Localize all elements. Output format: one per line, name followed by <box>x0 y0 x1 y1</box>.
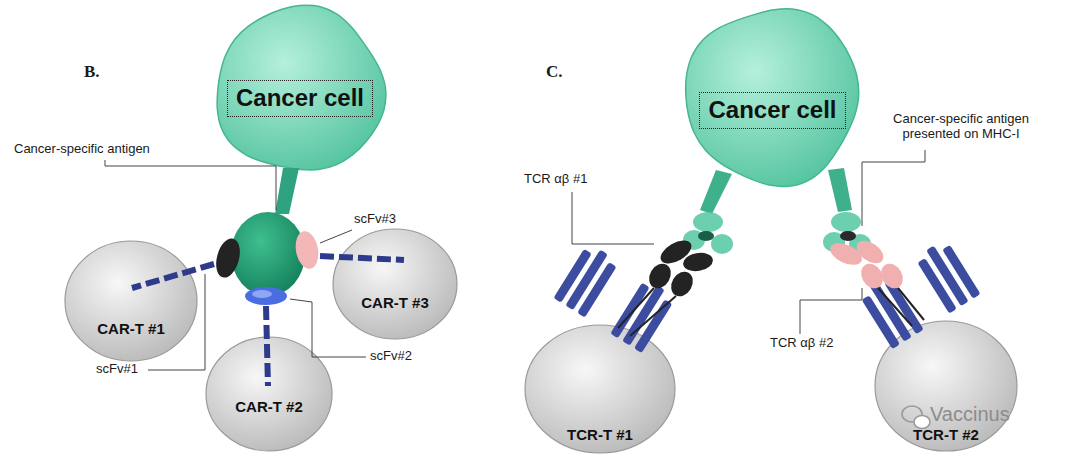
scfv-1 <box>212 236 244 280</box>
antigen-stalk <box>275 168 299 214</box>
tcr-1-stem <box>618 288 676 336</box>
cancer-cell-body <box>217 5 386 170</box>
cell-label: CAR-T #1 <box>97 320 165 338</box>
mhc-stalk <box>700 170 732 214</box>
leader-lines <box>105 160 366 370</box>
cell-title: Cancer cell <box>227 80 373 117</box>
tcr-2-stem <box>878 288 924 326</box>
t-cell-outline <box>62 238 200 364</box>
part-label: scFv#1 <box>96 362 138 377</box>
part-label: TCR αβ #1 <box>524 172 587 187</box>
mhc-stalk <box>828 168 852 212</box>
cell-label: TCR-T #1 <box>567 426 633 444</box>
tcr-t-cell: TCR-T #1 <box>522 322 678 456</box>
cancer-cell-body <box>686 9 859 187</box>
watermark: Vaccinus <box>930 403 1010 426</box>
part-label: TCR αβ #2 <box>770 336 833 351</box>
panel-letter: C. <box>546 62 563 82</box>
cancer-cell: Cancer cell <box>210 2 390 178</box>
part-label: scFv#3 <box>354 212 396 227</box>
scfv-2-highlight <box>252 290 272 298</box>
scfv-2 <box>245 287 287 305</box>
t-cell-body <box>333 229 457 339</box>
presented-antigen <box>840 231 856 241</box>
cancer-antigen <box>231 212 305 296</box>
cell-label: CAR-T #2 <box>235 398 303 416</box>
scfv-3 <box>293 229 321 270</box>
watermark-icon <box>902 406 930 429</box>
part-label: Cancer-specific antigen <box>14 142 150 157</box>
cancer-cell: Cancer cell <box>680 2 865 190</box>
panel-letter: B. <box>84 62 100 82</box>
cd3-complex <box>553 242 676 353</box>
part-label: scFv#2 <box>370 349 412 364</box>
t-cell-body <box>525 325 675 453</box>
cell-label: TCR-T #2 <box>913 426 979 444</box>
car-t-cell: CAR-T #1 <box>62 238 200 364</box>
cell-label: CAR-T #3 <box>361 294 429 312</box>
part-label: Cancer-specific antigen presented on MHC… <box>872 112 1050 142</box>
cell-title: Cancer cell <box>699 92 845 129</box>
t-cell-outline <box>330 226 460 342</box>
car-t-cell: CAR-T #3 <box>330 226 460 342</box>
presented-antigen <box>698 231 714 241</box>
tcr-2 <box>827 236 907 292</box>
leader-lines <box>572 150 925 334</box>
tcr-1 <box>645 236 714 301</box>
t-cell-body <box>65 241 197 361</box>
